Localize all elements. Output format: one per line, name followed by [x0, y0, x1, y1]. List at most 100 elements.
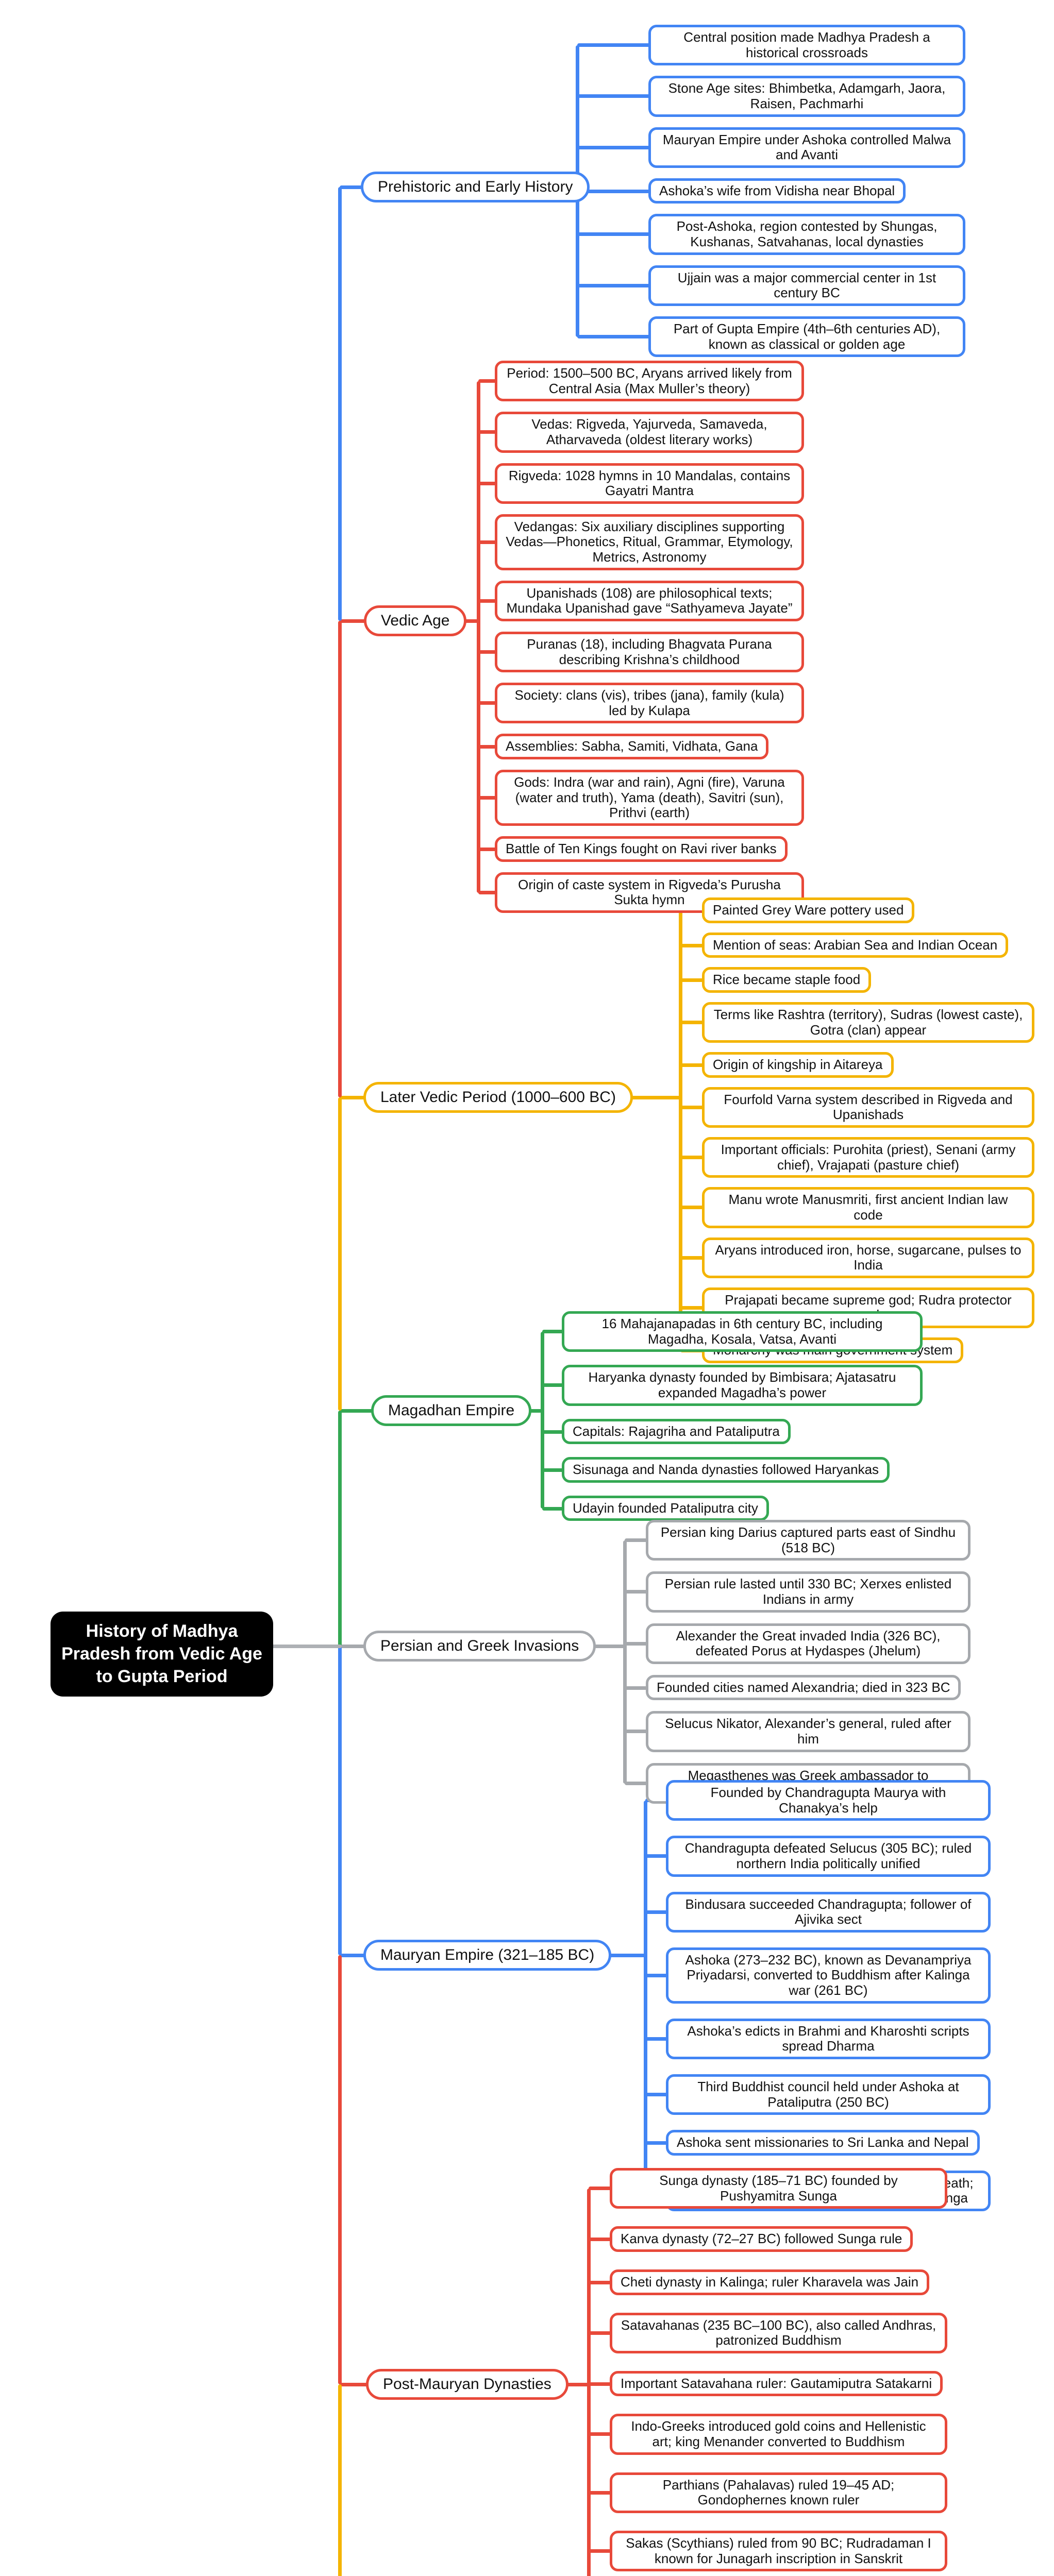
leaf-node: Vedangas: Six auxiliary disciplines supp… [495, 514, 804, 570]
leaf-node: Origin of kingship in Aitareya [702, 1052, 894, 1078]
connector [625, 1642, 649, 1646]
leaf-node: Founded cities named Alexandria; died in… [646, 1674, 961, 1701]
connector [338, 1411, 342, 1646]
leaf-node: Aryans introduced iron, horse, sugarcane… [702, 1237, 1034, 1278]
connector [577, 146, 651, 149]
connector [625, 1782, 649, 1785]
connector [680, 1256, 705, 1260]
connector [680, 1306, 705, 1310]
leaf-node: Chandragupta defeated Selucus (305 BC); … [666, 1836, 991, 1877]
leaf-node: Battle of Ten Kings fought on Ravi river… [495, 836, 788, 862]
connector [645, 1854, 669, 1858]
leaf-node: Stone Age sites: Bhimbetka, Adamgarh, Ja… [648, 76, 965, 117]
connector [540, 1331, 544, 1509]
connector [577, 284, 651, 287]
connector [645, 2093, 669, 2096]
branch-label-magadhan-empire[interactable]: Magadhan Empire [371, 1395, 532, 1426]
leaf-node: Ashoka’s wife from Vidisha near Bhopal [648, 178, 906, 204]
leaf-node: 16 Mahajanapadas in 6th century BC, incl… [562, 1311, 923, 1352]
connector [542, 1468, 565, 1472]
connector [338, 2384, 342, 2576]
leaf-node: Ashoka (273–232 BC), known as Devanampri… [666, 1947, 991, 2004]
leaf-node: Central position made Madhya Pradesh a h… [648, 25, 965, 66]
leaf-node: Part of Gupta Empire (4th–6th centuries … [648, 316, 965, 358]
connector [478, 701, 498, 705]
connector [589, 2280, 613, 2284]
connector [577, 189, 651, 193]
connector [271, 1644, 342, 1648]
leaf-node: Painted Grey Ware pottery used [702, 897, 915, 923]
connector [338, 1955, 342, 2384]
connector [340, 1644, 367, 1648]
leaf-node: Cheti dynasty in Kalinga; ruler Kharavel… [610, 2269, 930, 2295]
branch-label-persian-greek-invasions[interactable]: Persian and Greek Invasions [363, 1631, 596, 1662]
connector [478, 744, 498, 749]
connector [645, 2141, 669, 2145]
connector [529, 1409, 542, 1413]
connector [680, 978, 705, 982]
leaf-node: Assemblies: Sabha, Samiti, Vidhata, Gana [495, 734, 769, 759]
connector [625, 1590, 649, 1594]
branch-label-post-mauryan[interactable]: Post-Mauryan Dynasties [366, 2369, 568, 2400]
leaf-node: Satavahanas (235 BC–100 BC), also called… [610, 2312, 947, 2353]
leaf-node: Kanva dynasty (72–27 BC) followed Sunga … [610, 2226, 913, 2252]
connector [680, 1021, 705, 1024]
leaf-node: Puranas (18), including Bhagvata Purana … [495, 631, 804, 673]
leaf-node: Parthians (Pahalavas) ruled 19–45 AD; Go… [610, 2472, 947, 2513]
connector [340, 185, 365, 189]
leaf-node: Ashoka’s edicts in Brahmi and Kharoshti … [666, 2018, 991, 2059]
leaf-node: Haryanka dynasty founded by Bimbisara; A… [562, 1365, 923, 1406]
connector [577, 335, 651, 338]
leaf-node: Manu wrote Manusmriti, first ancient Ind… [702, 1187, 1034, 1228]
connector [476, 381, 480, 893]
leaf-node: Gods: Indra (war and rain), Agni (fire),… [495, 770, 804, 826]
connector [577, 43, 651, 47]
connector [645, 2037, 669, 2041]
connector [594, 1644, 625, 1648]
connector [478, 599, 498, 603]
leaf-node: Persian king Darius captured parts east … [646, 1520, 971, 1561]
connector [623, 1540, 627, 1784]
connector [625, 1538, 649, 1542]
leaf-node: Third Buddhist council held under Ashoka… [666, 2074, 991, 2115]
connector [589, 2491, 613, 2495]
branch-label-mauryan-empire[interactable]: Mauryan Empire (321–185 BC) [363, 1940, 612, 1971]
connector [680, 1063, 705, 1067]
connector [542, 1330, 565, 1333]
leaf-node: Ujjain was a major commercial center in … [648, 265, 965, 306]
connector [589, 2237, 613, 2241]
branch-label-vedic-age[interactable]: Vedic Age [364, 605, 467, 636]
connector [566, 2382, 589, 2386]
branch-leaves-post-mauryan: Sunga dynasty (185–71 BC) founded by Pus… [610, 2168, 947, 2576]
connector [587, 2188, 591, 2576]
connector [631, 1095, 680, 1099]
leaf-node: Upanishads (108) are philosophical texts… [495, 580, 804, 621]
connector [680, 1156, 705, 1159]
connector [589, 2432, 613, 2436]
branch-leaves-mauryan-empire: Founded by Chandragupta Maurya with Chan… [666, 1780, 991, 2211]
connector [478, 430, 498, 434]
connector [478, 650, 498, 654]
leaf-node: Persian rule lasted until 330 BC; Xerxes… [646, 1571, 971, 1613]
leaf-node: Rigveda: 1028 hymns in 10 Mandalas, cont… [495, 463, 804, 504]
connector [478, 796, 498, 800]
leaf-node: Important Satavahana ruler: Gautamiputra… [610, 2370, 943, 2397]
leaf-node: Founded by Chandragupta Maurya with Chan… [666, 1780, 991, 1821]
connector [609, 1953, 645, 1957]
branch-label-later-vedic[interactable]: Later Vedic Period (1000–600 BC) [363, 1082, 633, 1113]
connector [680, 1106, 705, 1109]
connector [680, 1206, 705, 1209]
connector [625, 1686, 649, 1690]
connector [589, 2382, 613, 2386]
branch-leaves-magadhan-empire: 16 Mahajanapadas in 6th century BC, incl… [562, 1311, 923, 1521]
leaf-node: Alexander the Great invaded India (326 B… [646, 1623, 971, 1664]
connector [340, 2382, 370, 2386]
branch-leaves-vedic-age: Period: 1500–500 BC, Aryans arrived like… [495, 361, 804, 913]
connector [478, 540, 498, 544]
central-topic[interactable]: History of Madhya Pradesh from Vedic Age… [51, 1612, 273, 1697]
leaf-node: Selucus Nikator, Alexander’s general, ru… [646, 1711, 971, 1752]
leaf-node: Post-Ashoka, region contested by Shungas… [648, 214, 965, 255]
branch-label-prehistoric[interactable]: Prehistoric and Early History [361, 172, 590, 202]
connector [340, 1953, 367, 1957]
